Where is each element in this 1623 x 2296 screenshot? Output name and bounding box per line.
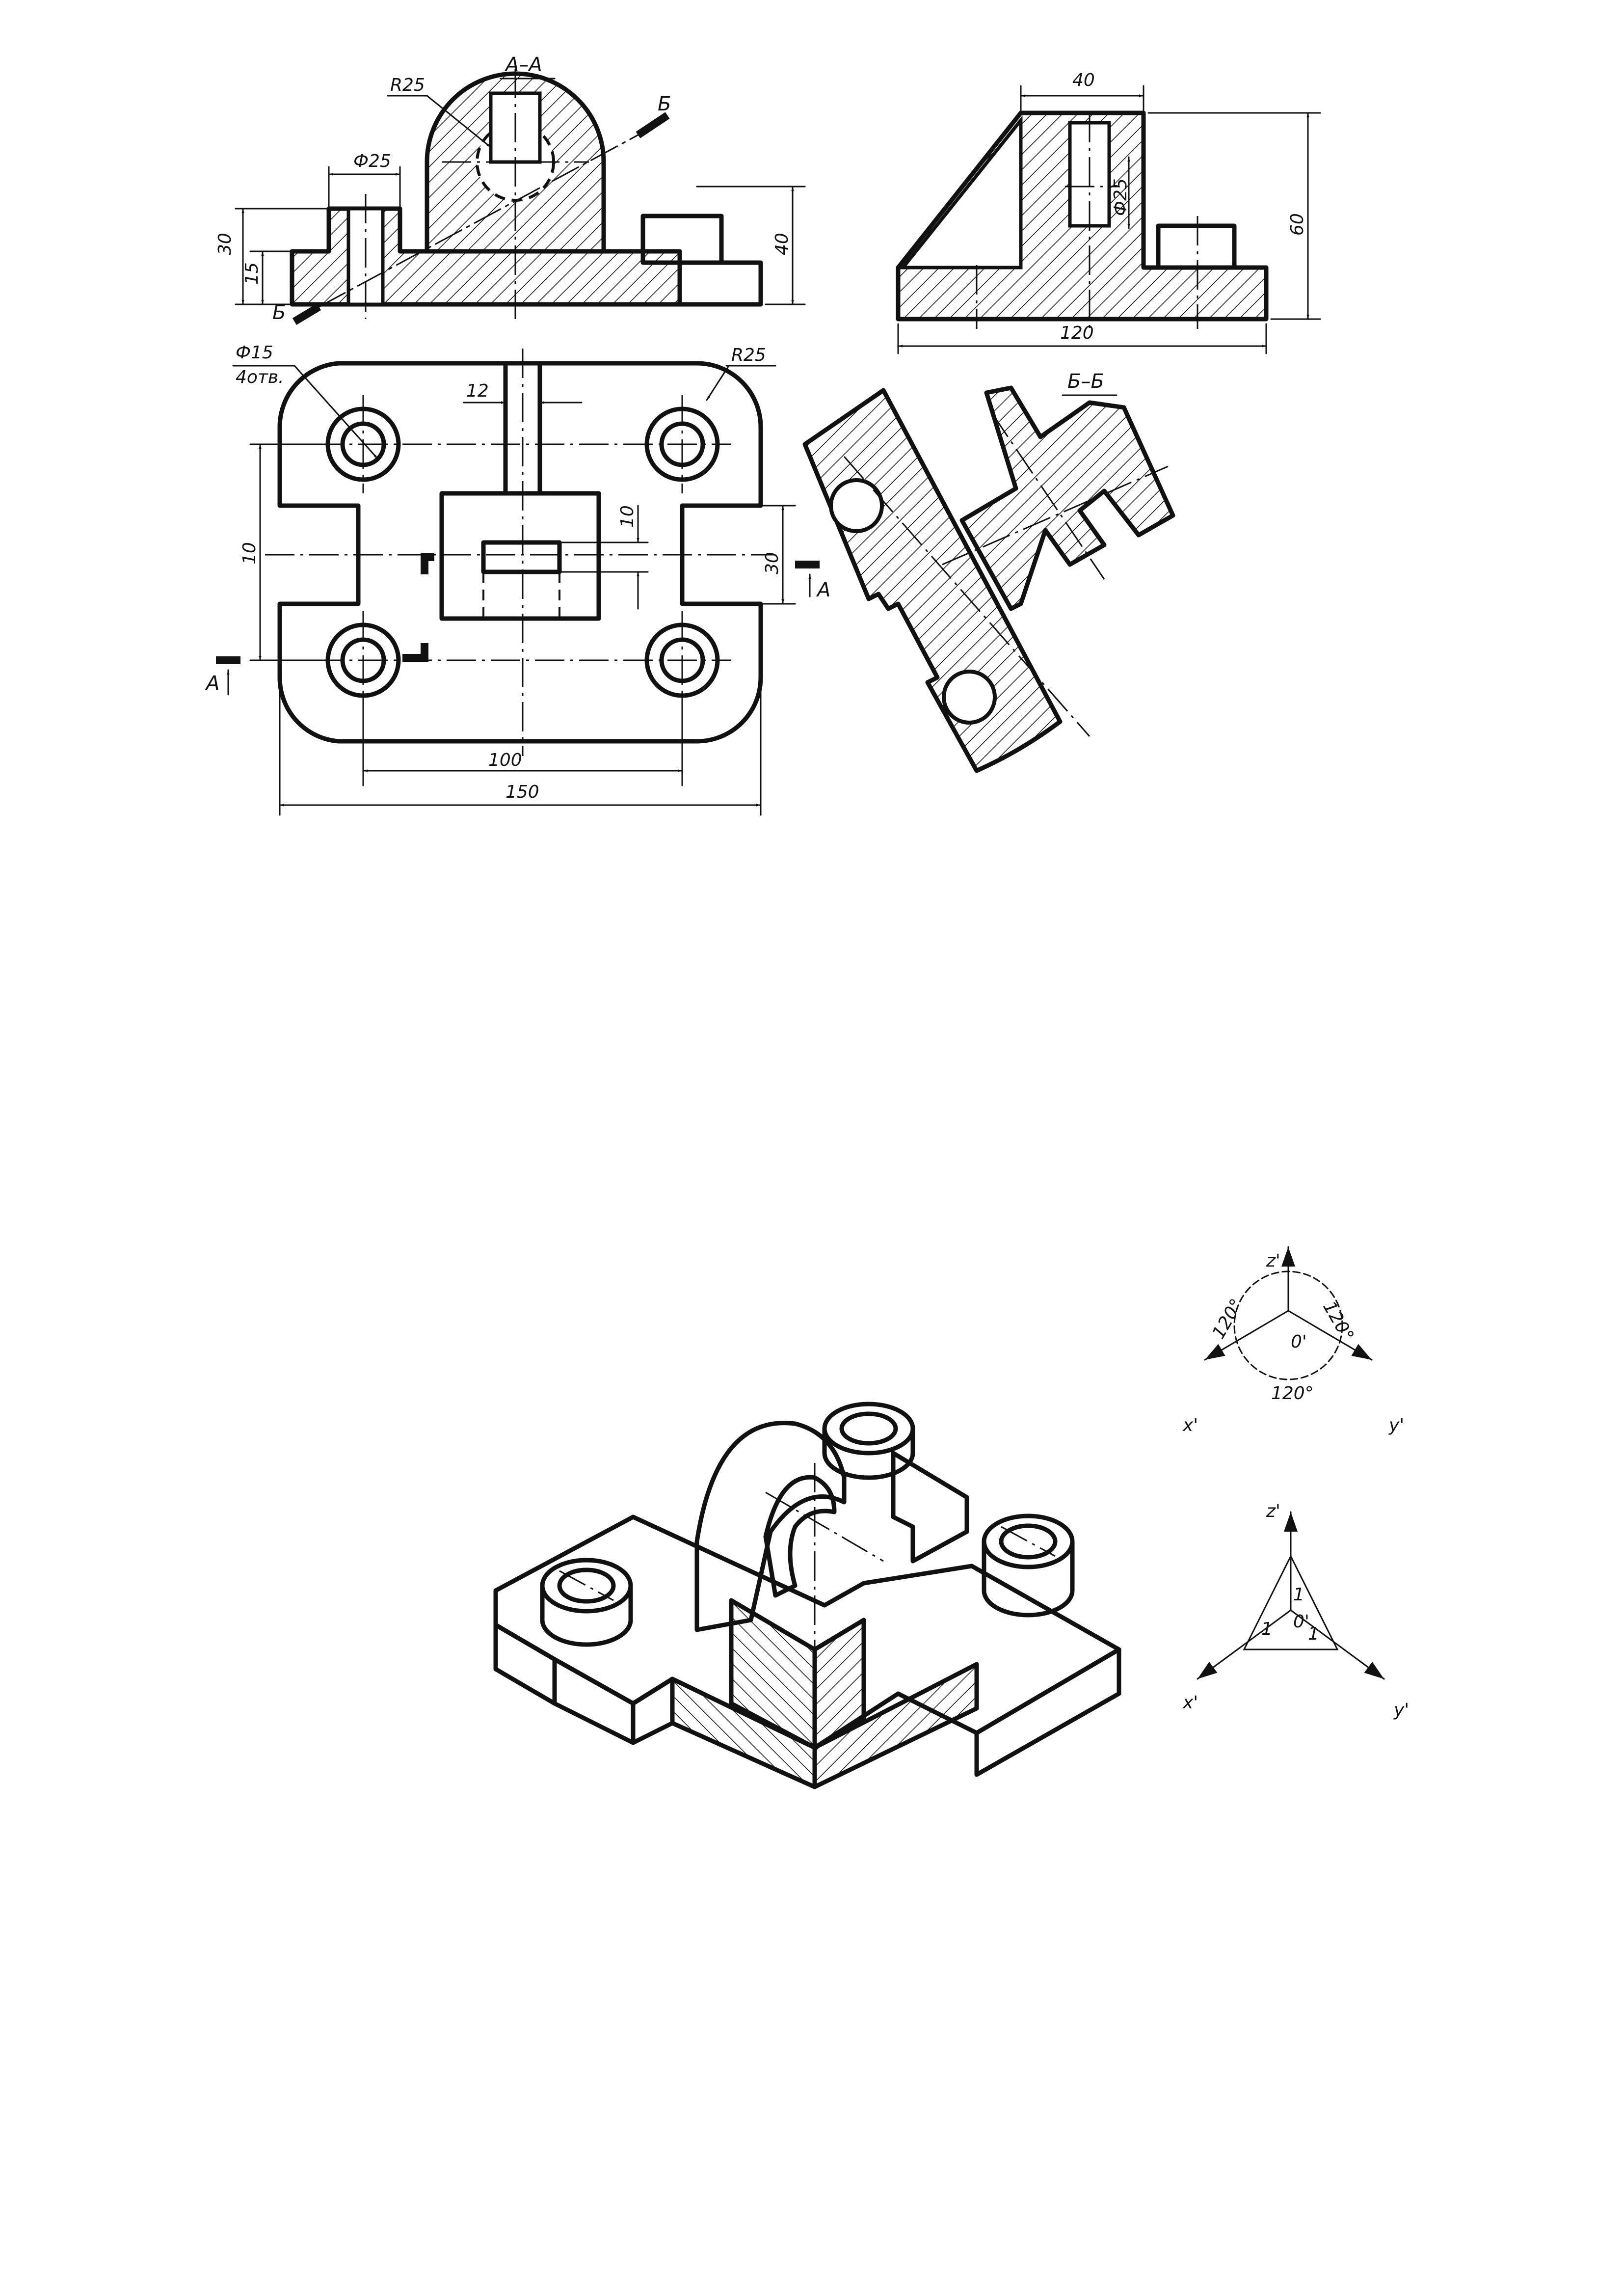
plan-outline xyxy=(277,361,763,744)
dim-60-side: 60 xyxy=(1287,213,1307,236)
dim-40-side: 40 xyxy=(1072,70,1095,90)
iso-base-front-notch xyxy=(631,1676,675,1745)
section-aa-right-step xyxy=(677,260,763,307)
plan-view: Ф15 4отв. R25 12 10 10 30 А xyxy=(205,343,830,816)
axis-y-label-2: y' xyxy=(1393,1700,1409,1720)
dim-15-front: 15 xyxy=(242,262,262,285)
axis-origin-label-1: 0' xyxy=(1291,1332,1307,1352)
cut-mark-a-left-jog xyxy=(421,553,434,574)
iso-rib-block xyxy=(891,1451,969,1564)
dim-10-slot: 10 xyxy=(617,505,638,528)
axes-angles-diagram: z' x' y' 0' 120° 120° 120° xyxy=(1182,1246,1404,1435)
axis-x-label-2: x' xyxy=(1182,1693,1198,1713)
side-view-boss xyxy=(1156,223,1237,270)
iso-base-front-left xyxy=(552,1657,636,1745)
label-b-top: Б xyxy=(658,93,671,115)
dim-150: 150 xyxy=(506,782,539,802)
unit-label-right: 1 xyxy=(1308,1624,1319,1644)
side-view-rib-face xyxy=(899,115,1023,270)
section-bb-hole-lower xyxy=(942,670,997,725)
dim-phi25-front: Ф25 xyxy=(353,151,391,171)
axis-z-label-2: z' xyxy=(1266,1501,1280,1521)
dim-100: 100 xyxy=(488,750,522,770)
section-bb-lug xyxy=(959,385,1175,611)
cut-mark-b-top xyxy=(636,112,670,138)
axes-triangle-diagram: z' x' y' 0' 1 1 1 xyxy=(1182,1501,1409,1720)
section-aa-title: А–А xyxy=(504,54,542,76)
iso-lug-arch xyxy=(694,1421,847,1632)
isometric-view xyxy=(493,1402,1121,1789)
section-aa-base xyxy=(290,206,682,307)
plan-slot xyxy=(481,540,562,574)
side-view: 40 Ф25 60 120 xyxy=(896,70,1321,354)
unit-label-left: 1 xyxy=(1261,1619,1273,1639)
iso-boss-right xyxy=(982,1513,1075,1618)
cut-mark-b-bottom xyxy=(292,303,321,325)
unit-label-top: 1 xyxy=(1293,1585,1304,1605)
axis-z-label-1: z' xyxy=(1266,1251,1280,1271)
label-b-bottom: Б xyxy=(272,301,286,324)
dim-r25-plan: R25 xyxy=(731,345,766,365)
axes-triangle xyxy=(1243,1554,1339,1650)
label-a-right: А xyxy=(816,579,830,601)
dim-phi15: Ф15 xyxy=(236,343,273,363)
section-bb-title: Б–Б xyxy=(1067,370,1104,393)
axis-y-label-1: y' xyxy=(1388,1415,1404,1435)
iso-lug-section-right xyxy=(812,1618,866,1750)
section-aa-view: Б Б А–А R25 Ф25 30 15 40 xyxy=(215,54,806,325)
section-bb-view: Б–Б xyxy=(802,370,1175,773)
label-a-left: А xyxy=(205,672,219,695)
angle-label-bottom: 120° xyxy=(1271,1383,1314,1404)
axis-x-label-1: x' xyxy=(1182,1415,1198,1435)
dim-4-holes: 4отв. xyxy=(236,367,284,387)
dim-120-side: 120 xyxy=(1060,323,1094,343)
iso-lug-bore xyxy=(763,1475,837,1598)
dim-10-plan-left: 10 xyxy=(239,542,260,565)
dim-r25-front: R25 xyxy=(390,75,425,95)
cut-mark-a-lower-jog xyxy=(402,643,428,662)
iso-section-face-right xyxy=(812,1662,979,1789)
axis-origin-label-2: 0' xyxy=(1293,1612,1309,1632)
section-bb-hole-upper xyxy=(829,478,884,533)
angle-label-right: 120° xyxy=(1319,1298,1357,1345)
plan-central-block xyxy=(439,491,601,621)
iso-boss-rear xyxy=(822,1402,915,1480)
iso-boss-left xyxy=(540,1558,633,1647)
iso-base-left-side xyxy=(493,1622,557,1706)
dim-30-front: 30 xyxy=(215,233,235,255)
dim-30-plan: 30 xyxy=(762,552,782,574)
dim-40-front: 40 xyxy=(772,233,792,255)
angle-label-left: 120° xyxy=(1208,1296,1247,1343)
dim-12: 12 xyxy=(466,381,489,401)
iso-base-right-side xyxy=(974,1647,1121,1777)
dim-phi25-side: Ф25 xyxy=(1111,178,1131,216)
